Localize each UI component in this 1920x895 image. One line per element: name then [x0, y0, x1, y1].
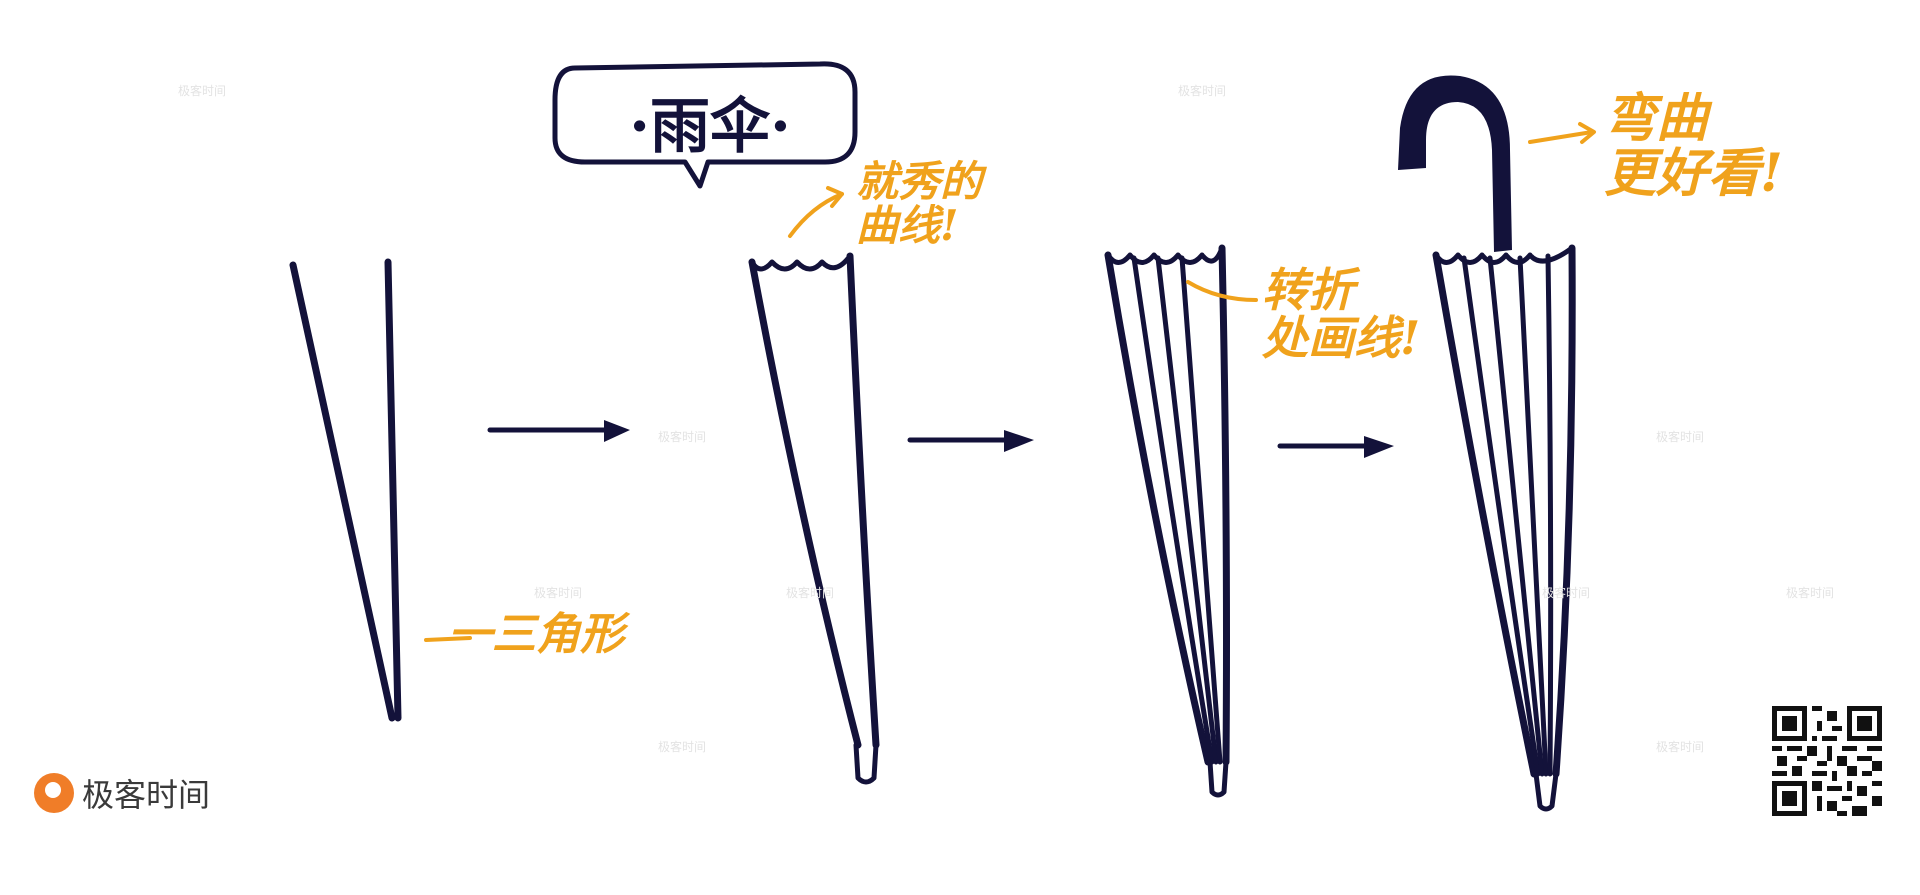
umbrella-stage-3	[1104, 244, 1230, 798]
watermark: 极客时间	[1542, 586, 1591, 600]
umbrella-stage-2	[748, 252, 880, 785]
curve-note-arrow	[788, 192, 844, 238]
handle-note-arrow	[1528, 130, 1594, 144]
watermark: 极客时间	[534, 586, 583, 600]
umbrella-stage-4	[1398, 75, 1576, 812]
triangle-note-line	[424, 636, 472, 642]
watermark: 极客时间	[658, 740, 707, 754]
curve-note-arrowhead	[826, 186, 844, 208]
fold-note-line	[1186, 280, 1258, 302]
arrow-3	[1277, 436, 1394, 458]
handle-note: 弯曲 更好看!	[1604, 88, 1783, 204]
watermark: 极客时间	[1656, 430, 1705, 444]
logo-text: 极客时间	[82, 776, 211, 814]
curve-note: 就秀的 曲线!	[856, 157, 983, 251]
watermark: 极客时间	[1786, 586, 1835, 600]
geektime-logo: 极客时间	[34, 770, 210, 816]
fold-note: 转折 处画线!	[1262, 263, 1421, 366]
qr-code-icon	[1772, 706, 1882, 816]
umbrella-stage-1	[289, 258, 402, 722]
arrow-1	[487, 420, 630, 442]
title-bubble	[552, 61, 858, 189]
watermark: 极客时间	[178, 84, 227, 98]
arrow-2	[907, 430, 1034, 452]
watermark: 极客时间	[786, 586, 835, 600]
triangle-note: 一三角形	[448, 609, 624, 660]
watermark: 极客时间	[1178, 84, 1227, 98]
handle-note-arrowhead	[1578, 122, 1596, 144]
watermark: 极客时间	[658, 430, 707, 444]
geektime-logo-icon	[34, 773, 74, 813]
watermark: 极客时间	[1656, 740, 1705, 754]
title-label: ·雨伞·	[629, 92, 791, 162]
